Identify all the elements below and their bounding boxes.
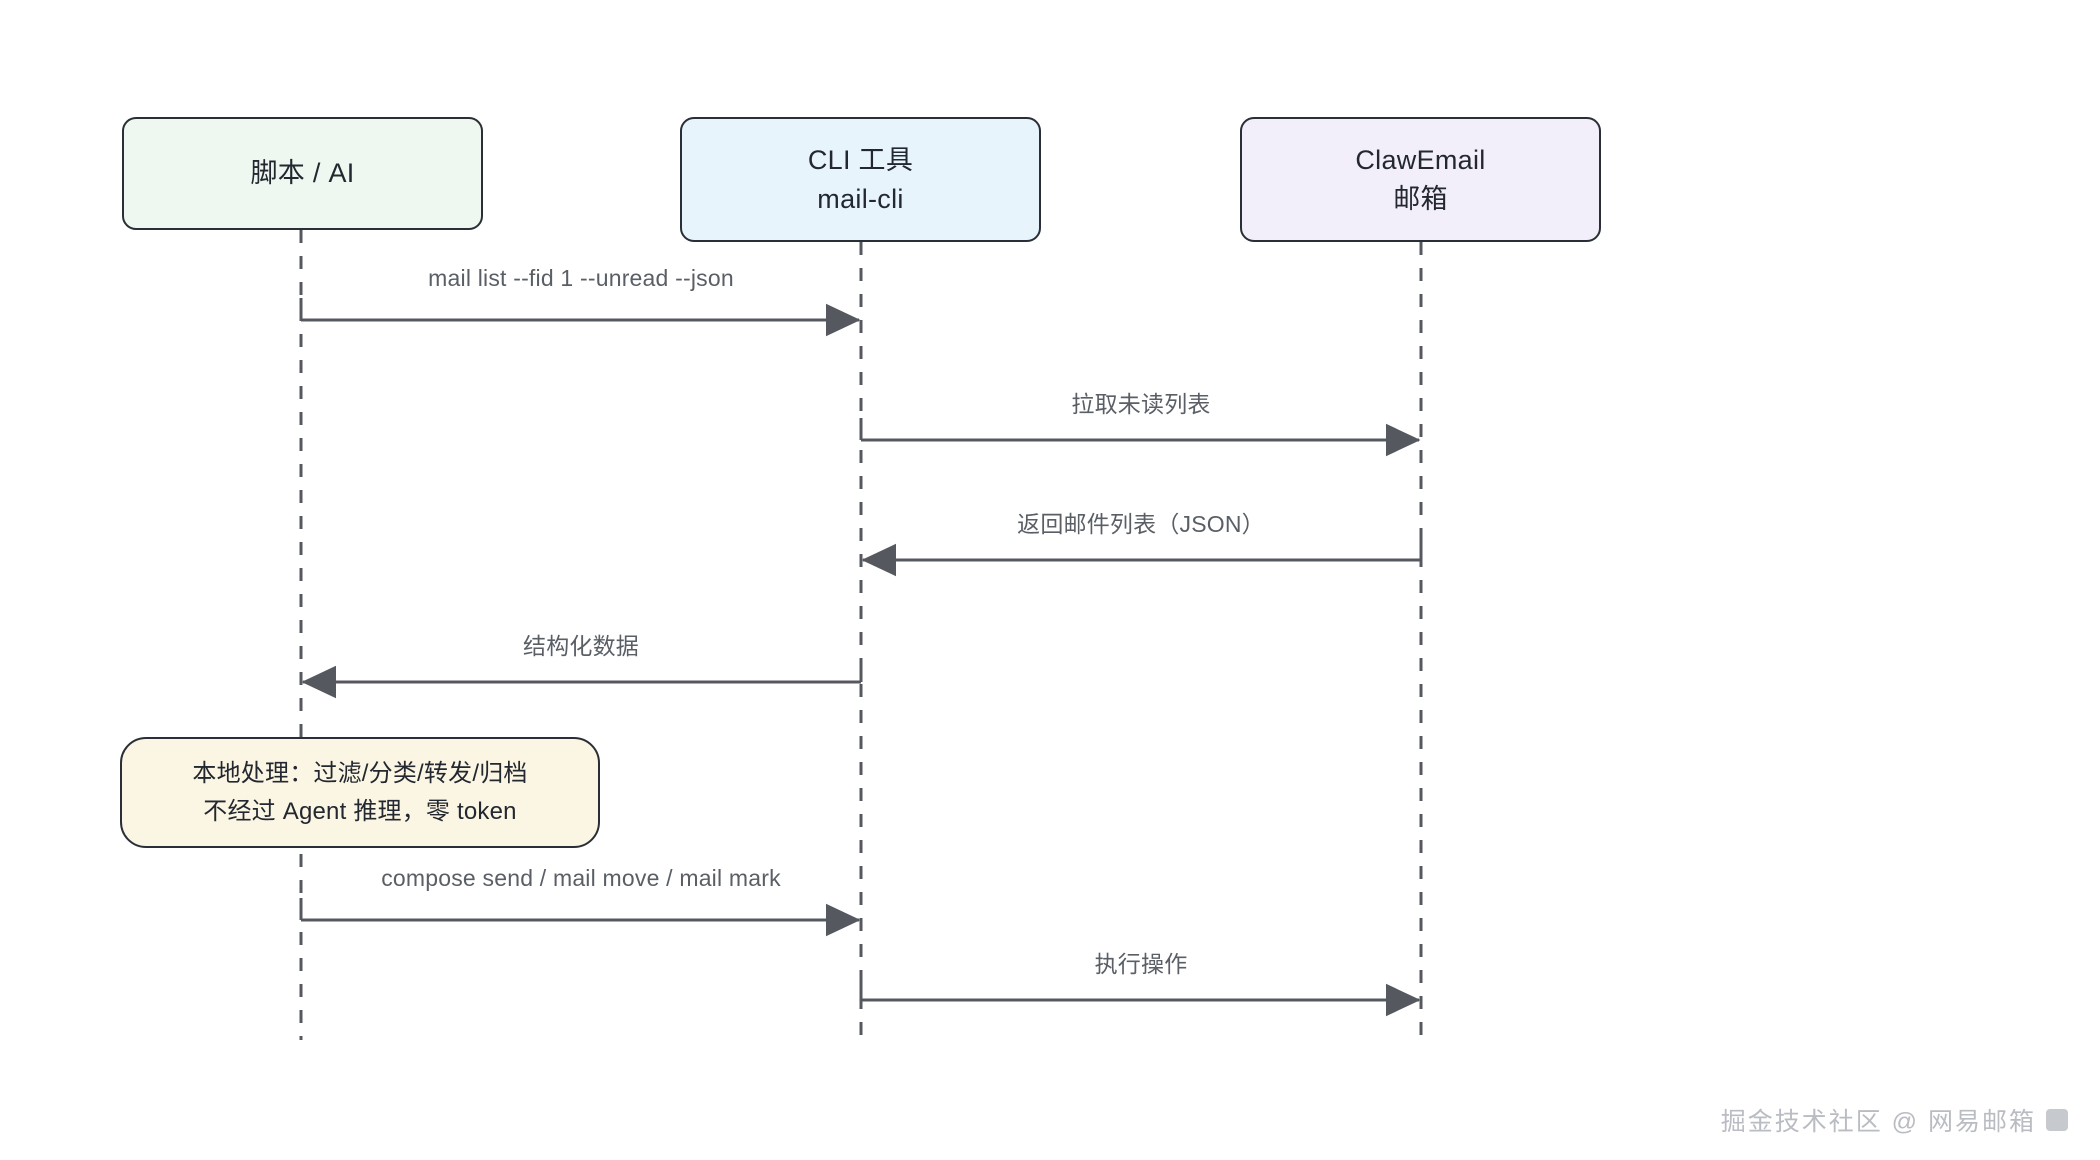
participant-label-secondary: 邮箱 <box>1393 183 1448 214</box>
participant-box-cli-tool[interactable]: CLI 工具 mail-cli <box>680 117 1041 242</box>
participant-box-script-ai[interactable]: 脚本 / AI <box>122 117 483 230</box>
message-label-m3: 返回邮件列表（JSON） <box>1017 511 1265 537</box>
participant-label-primary: ClawEmail <box>1355 145 1486 176</box>
watermark-text: 掘金技术社区 @ 网易邮箱 <box>1720 1108 2036 1136</box>
participant-label-primary: CLI 工具 <box>807 145 914 176</box>
message-arrows-group <box>299 298 1423 1017</box>
participant-box-clawemail[interactable]: ClawEmail 邮箱 <box>1240 117 1601 242</box>
watermark-logo-icon <box>2046 1109 2068 1131</box>
message-label-m5: compose send / mail move / mail mark <box>381 865 781 891</box>
participant-label-primary: 脚本 / AI <box>250 158 355 189</box>
note-line-1: 本地处理：过滤/分类/转发/归档 <box>192 760 528 788</box>
message-label-m4: 结构化数据 <box>523 633 639 659</box>
lifelines-group <box>299 230 1423 1040</box>
watermark: 掘金技术社区 @ 网易邮箱 <box>1721 1102 2068 1138</box>
participant-label-secondary: mail-cli <box>817 183 904 214</box>
note-line-2: 不经过 Agent 推理，零 token <box>203 797 517 825</box>
message-label-m2: 拉取未读列表 <box>1071 391 1211 417</box>
message-label-m1: mail list --fid 1 --unread --json <box>428 265 734 291</box>
note-local-processing: 本地处理：过滤/分类/转发/归档 不经过 Agent 推理，零 token <box>120 737 600 848</box>
message-label-m6: 执行操作 <box>1094 951 1188 977</box>
